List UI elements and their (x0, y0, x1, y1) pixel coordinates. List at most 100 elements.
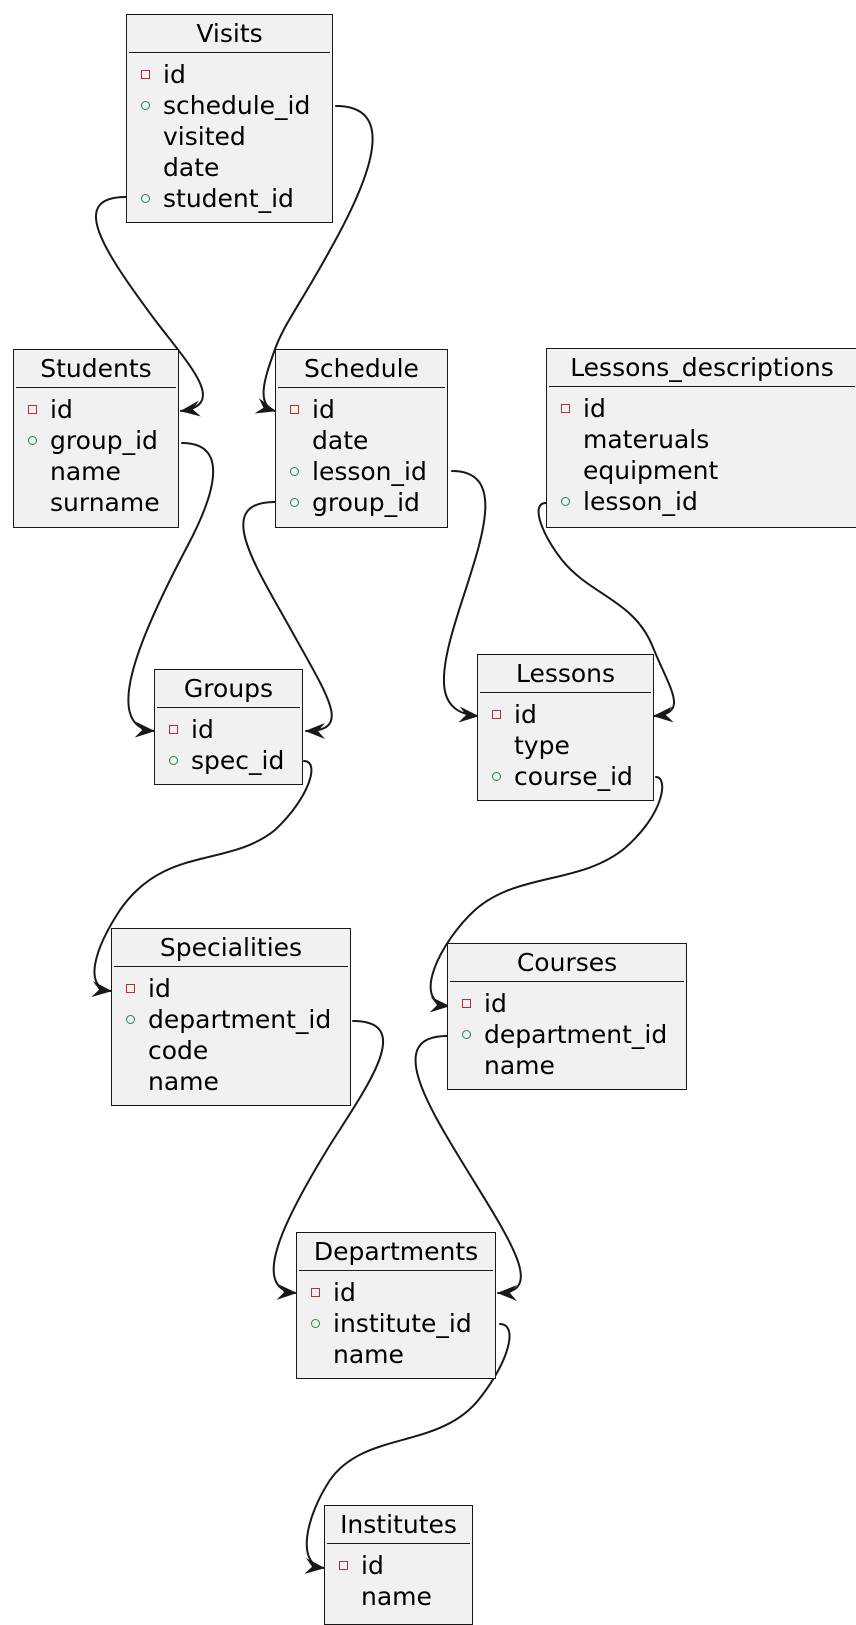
entity-title: Groups (157, 670, 300, 708)
entity-title: Visits (129, 15, 330, 53)
primary-key-icon (561, 404, 570, 413)
field-label: lesson_id (312, 457, 427, 486)
entity-field: name (325, 1581, 472, 1612)
entity-field: name (14, 456, 178, 487)
field-label: id (583, 394, 606, 423)
field-label: name (50, 457, 121, 486)
entity-field: materuals (547, 424, 856, 455)
field-label: name (148, 1067, 219, 1096)
foreign-key-icon (141, 194, 150, 203)
field-label: lesson_id (583, 487, 698, 516)
primary-key-icon (492, 710, 501, 719)
relation-students-groups (127, 442, 215, 738)
field-label: date (312, 426, 369, 455)
field-label: department_id (148, 1005, 332, 1034)
field-label: name (361, 1582, 432, 1611)
foreign-key-icon (290, 467, 299, 476)
foreign-key-icon (492, 772, 501, 781)
entity-title: Specialities (114, 929, 348, 967)
entity-title: Departments (299, 1233, 493, 1271)
entity-field: type (478, 730, 653, 761)
primary-key-icon (169, 725, 178, 734)
field-label: type (514, 731, 570, 760)
primary-key-icon (290, 405, 299, 414)
entity-field: date (127, 152, 332, 183)
field-label: id (333, 1278, 356, 1307)
field-label: group_id (312, 488, 420, 517)
foreign-key-icon (311, 1319, 320, 1328)
field-label: course_id (514, 762, 633, 791)
relation-courses-departments (414, 1035, 522, 1301)
entity-field: id (14, 394, 178, 425)
entity-field: id (478, 699, 653, 730)
relation-groups-specialities (91, 760, 313, 997)
primary-key-icon (339, 1561, 348, 1570)
primary-key-icon (141, 70, 150, 79)
field-label: name (333, 1340, 404, 1369)
field-label: date (163, 153, 220, 182)
foreign-key-icon (28, 436, 37, 445)
field-label: id (163, 60, 186, 89)
field-label: schedule_id (163, 91, 311, 120)
entity-field: spec_id (155, 745, 302, 776)
relation-visits-students (95, 196, 204, 417)
relation-schedule-groups (242, 501, 333, 739)
field-label: surname (50, 488, 160, 517)
relation-schedule-lessons (442, 470, 487, 723)
entity-title: Lessons_descriptions (549, 349, 855, 387)
relation-departments-institutes (304, 1323, 511, 1574)
entity-field: lesson_id (547, 486, 856, 517)
entity-field: group_id (14, 425, 178, 456)
field-label: institute_id (333, 1309, 472, 1338)
entity-title: Students (16, 350, 176, 388)
entity-field: id (448, 988, 686, 1019)
entity-title: Schedule (278, 350, 445, 388)
field-label: id (312, 395, 335, 424)
field-label: id (514, 700, 537, 729)
relation-visits-schedule (254, 105, 374, 414)
entity-field: id (127, 59, 332, 90)
field-label: equipment (583, 456, 719, 485)
entity-field: institute_id (297, 1308, 495, 1339)
entity-field: id (547, 393, 856, 424)
entity-field: student_id (127, 183, 332, 214)
entity-field: name (112, 1066, 350, 1097)
entity-field: visited (127, 121, 332, 152)
entity-field: equipment (547, 455, 856, 486)
entity-title: Lessons (480, 655, 651, 693)
primary-key-icon (28, 405, 37, 414)
foreign-key-icon (169, 756, 178, 765)
primary-key-icon (311, 1288, 320, 1297)
foreign-key-icon (126, 1015, 135, 1024)
entity-field: course_id (478, 761, 653, 792)
entity-field: group_id (276, 487, 447, 518)
field-label: materuals (583, 425, 710, 454)
field-label: group_id (50, 426, 158, 455)
relation-lessons-descriptions-lessons (537, 502, 675, 723)
entity-title: Institutes (327, 1506, 470, 1544)
field-label: visited (163, 122, 246, 151)
foreign-key-icon (462, 1030, 471, 1039)
field-label: id (361, 1551, 384, 1580)
field-label: department_id (484, 1020, 668, 1049)
foreign-key-icon (141, 101, 150, 110)
entity-field: date (276, 425, 447, 456)
entity-field: id (112, 973, 350, 1004)
field-label: student_id (163, 184, 294, 213)
